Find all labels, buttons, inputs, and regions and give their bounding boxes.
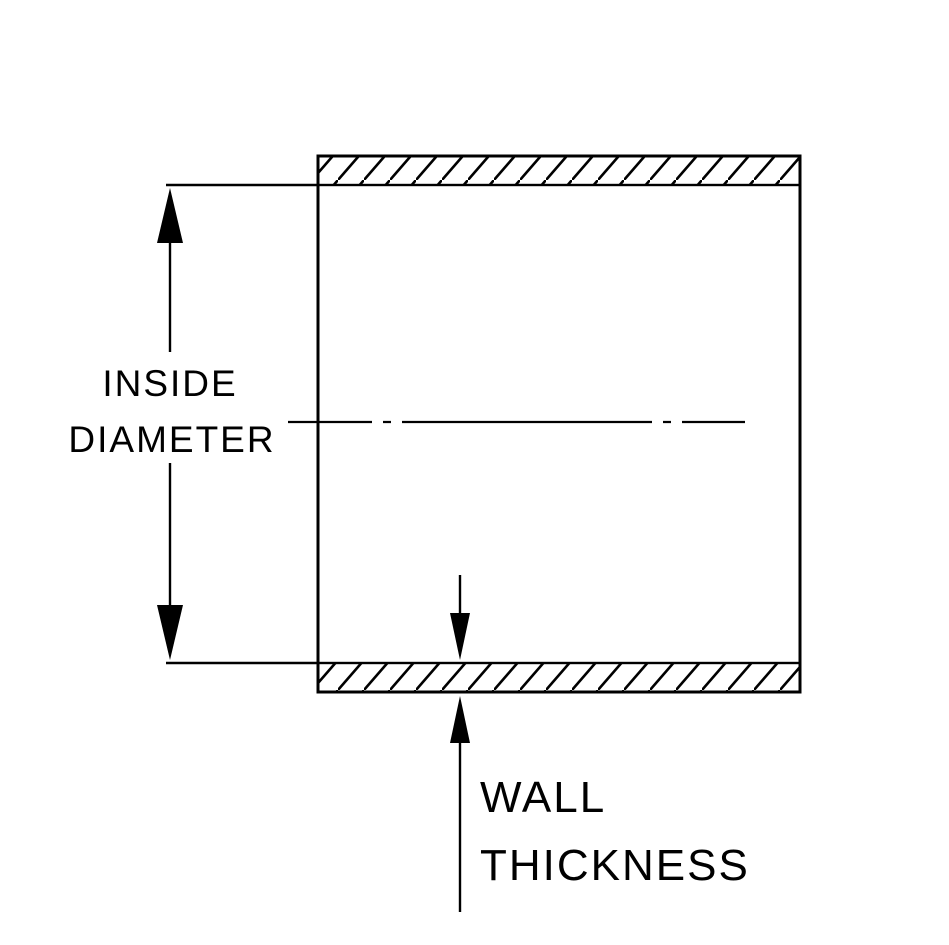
inside-diameter-label-line1: INSIDE: [102, 363, 237, 404]
coupler-body-outline: [316, 154, 802, 694]
drawing-lines: [157, 154, 802, 912]
wall-thickness-label-line1: WALL: [480, 773, 606, 822]
bottom-wall-hatch-band: [316, 661, 802, 694]
inside-diameter-down-arrow-icon: [157, 605, 183, 660]
wall-thickness-label-line2: THICKNESS: [480, 841, 750, 890]
wall-thickness-down-arrow-icon: [450, 613, 470, 660]
wall-thickness-up-arrow-icon: [450, 696, 470, 743]
inside-diameter-up-arrow-icon: [157, 188, 183, 243]
top-wall-hatch-band: [316, 154, 802, 187]
inside-diameter-label-line2: DIAMETER: [68, 419, 275, 460]
